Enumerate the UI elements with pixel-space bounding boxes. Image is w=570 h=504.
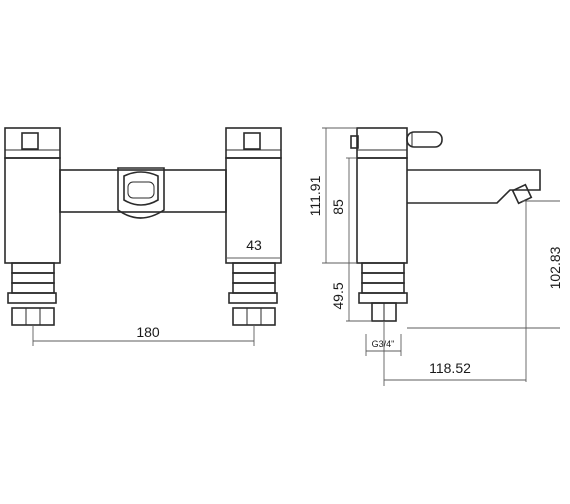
dim-111-91-label: 111.91	[307, 175, 323, 216]
dim-85-label: 85	[330, 199, 346, 215]
dim-85: 85	[330, 157, 357, 263]
left-pillar	[4, 127, 61, 326]
dim-connection-label: G3/4"	[372, 339, 395, 349]
dim-49-5: 49.5	[330, 263, 372, 322]
dim-43: 43	[226, 237, 281, 259]
dim-49-5-label: 49.5	[330, 282, 346, 309]
dim-118-52: 118.52	[383, 321, 526, 386]
dim-180-label: 180	[136, 324, 160, 340]
dim-111-91: 111.91	[307, 127, 357, 264]
dim-connection: G3/4"	[365, 334, 402, 356]
dim-118-52-label: 118.52	[429, 360, 471, 376]
dim-102-83-label: 102.83	[547, 246, 563, 289]
dim-180: 180	[32, 324, 255, 346]
side-view	[350, 127, 541, 322]
dim-43-label: 43	[246, 237, 262, 253]
dim-102-83: 102.83	[407, 200, 563, 382]
centre-body	[59, 167, 227, 219]
right-pillar	[225, 127, 282, 326]
